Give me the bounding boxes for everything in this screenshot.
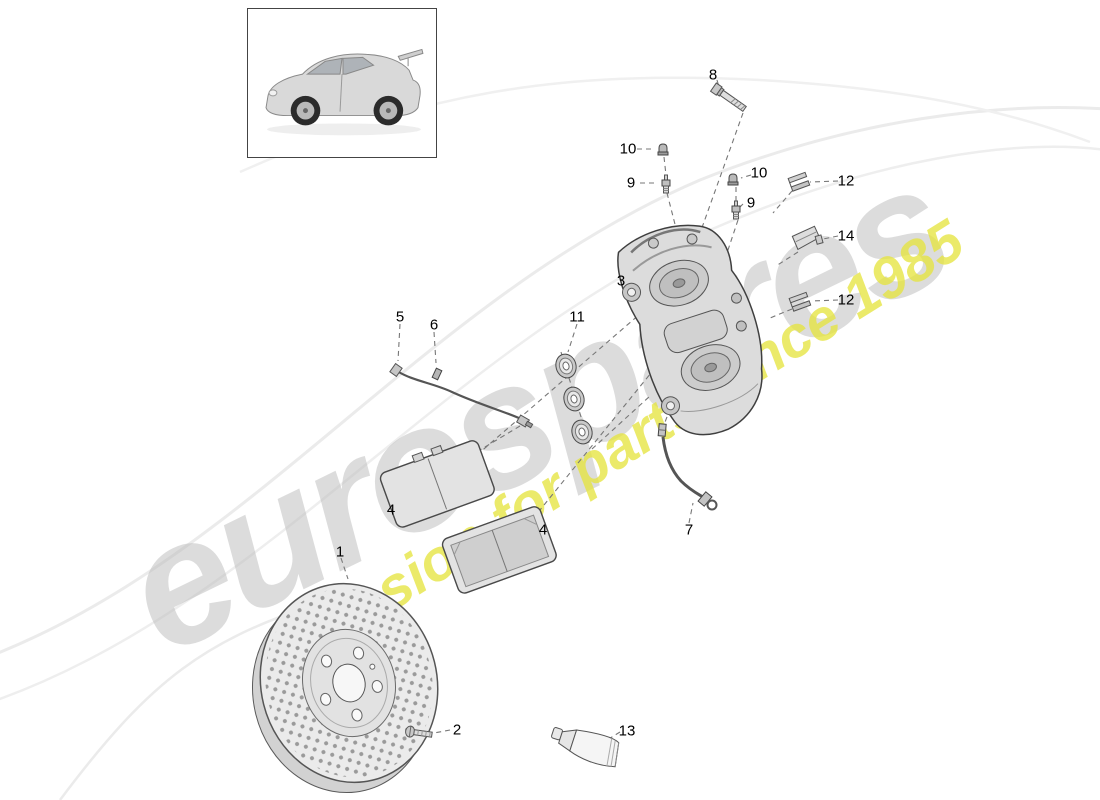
callout-13[interactable]: 13 xyxy=(618,722,636,740)
bleeder-valve xyxy=(731,200,741,220)
countersunk-screw xyxy=(405,725,433,738)
callout-12-a[interactable]: 12 xyxy=(837,172,855,190)
brake-caliper xyxy=(617,224,763,436)
callout-4-b[interactable]: 4 xyxy=(538,521,548,539)
brake-pad-outer xyxy=(379,440,495,528)
vehicle-illustration xyxy=(265,48,424,136)
bleeder-cap xyxy=(657,143,669,156)
pipe-sleeve xyxy=(431,367,443,381)
callout-9-a[interactable]: 9 xyxy=(626,174,636,192)
callout-11[interactable]: 11 xyxy=(569,308,585,326)
vehicle-thumbnail xyxy=(247,8,437,158)
bleeder-cap xyxy=(727,173,739,186)
callout-10-a[interactable]: 10 xyxy=(619,140,637,158)
caliper-bolt xyxy=(709,82,747,113)
callout-14[interactable]: 14 xyxy=(837,227,855,245)
callout-9-b[interactable]: 9 xyxy=(746,194,756,212)
callout-2[interactable]: 2 xyxy=(452,721,462,739)
brake-pad-inner xyxy=(441,506,557,594)
callout-4-a[interactable]: 4 xyxy=(386,501,396,519)
retaining-clip xyxy=(788,291,812,312)
callout-7[interactable]: 7 xyxy=(684,521,694,539)
callout-3[interactable]: 3 xyxy=(616,272,626,290)
brake-disc xyxy=(251,582,439,794)
bleeder-valve xyxy=(661,174,671,194)
retaining-plate xyxy=(791,225,824,251)
callout-5[interactable]: 5 xyxy=(395,308,405,326)
callout-10-b[interactable]: 10 xyxy=(750,164,768,182)
brake-pipe xyxy=(389,362,534,429)
callout-12-b[interactable]: 12 xyxy=(837,291,855,309)
callout-8[interactable]: 8 xyxy=(708,66,718,84)
grease-tube xyxy=(551,727,620,768)
brake-hose xyxy=(657,423,718,511)
damper-washers xyxy=(555,353,593,445)
callout-6[interactable]: 6 xyxy=(429,316,439,334)
callout-1[interactable]: 1 xyxy=(335,543,345,561)
retaining-clip xyxy=(787,171,811,192)
